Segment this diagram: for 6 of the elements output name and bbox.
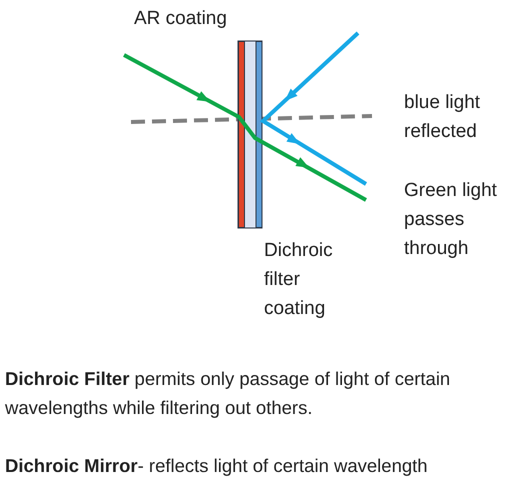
callout-label: Dichroic filter coating: [264, 239, 334, 321]
callout-label: blue light reflected: [404, 91, 482, 144]
description-text: Dichroic Mirror- reflects light of certain wavelength: [5, 454, 429, 478]
callout-label: AR coating: [134, 7, 228, 31]
description-text: Dichroic Filter permits only passage of light of certain wavelengths while filtering out others.: [5, 367, 452, 420]
callout-label: Green light passes through: [404, 179, 498, 261]
